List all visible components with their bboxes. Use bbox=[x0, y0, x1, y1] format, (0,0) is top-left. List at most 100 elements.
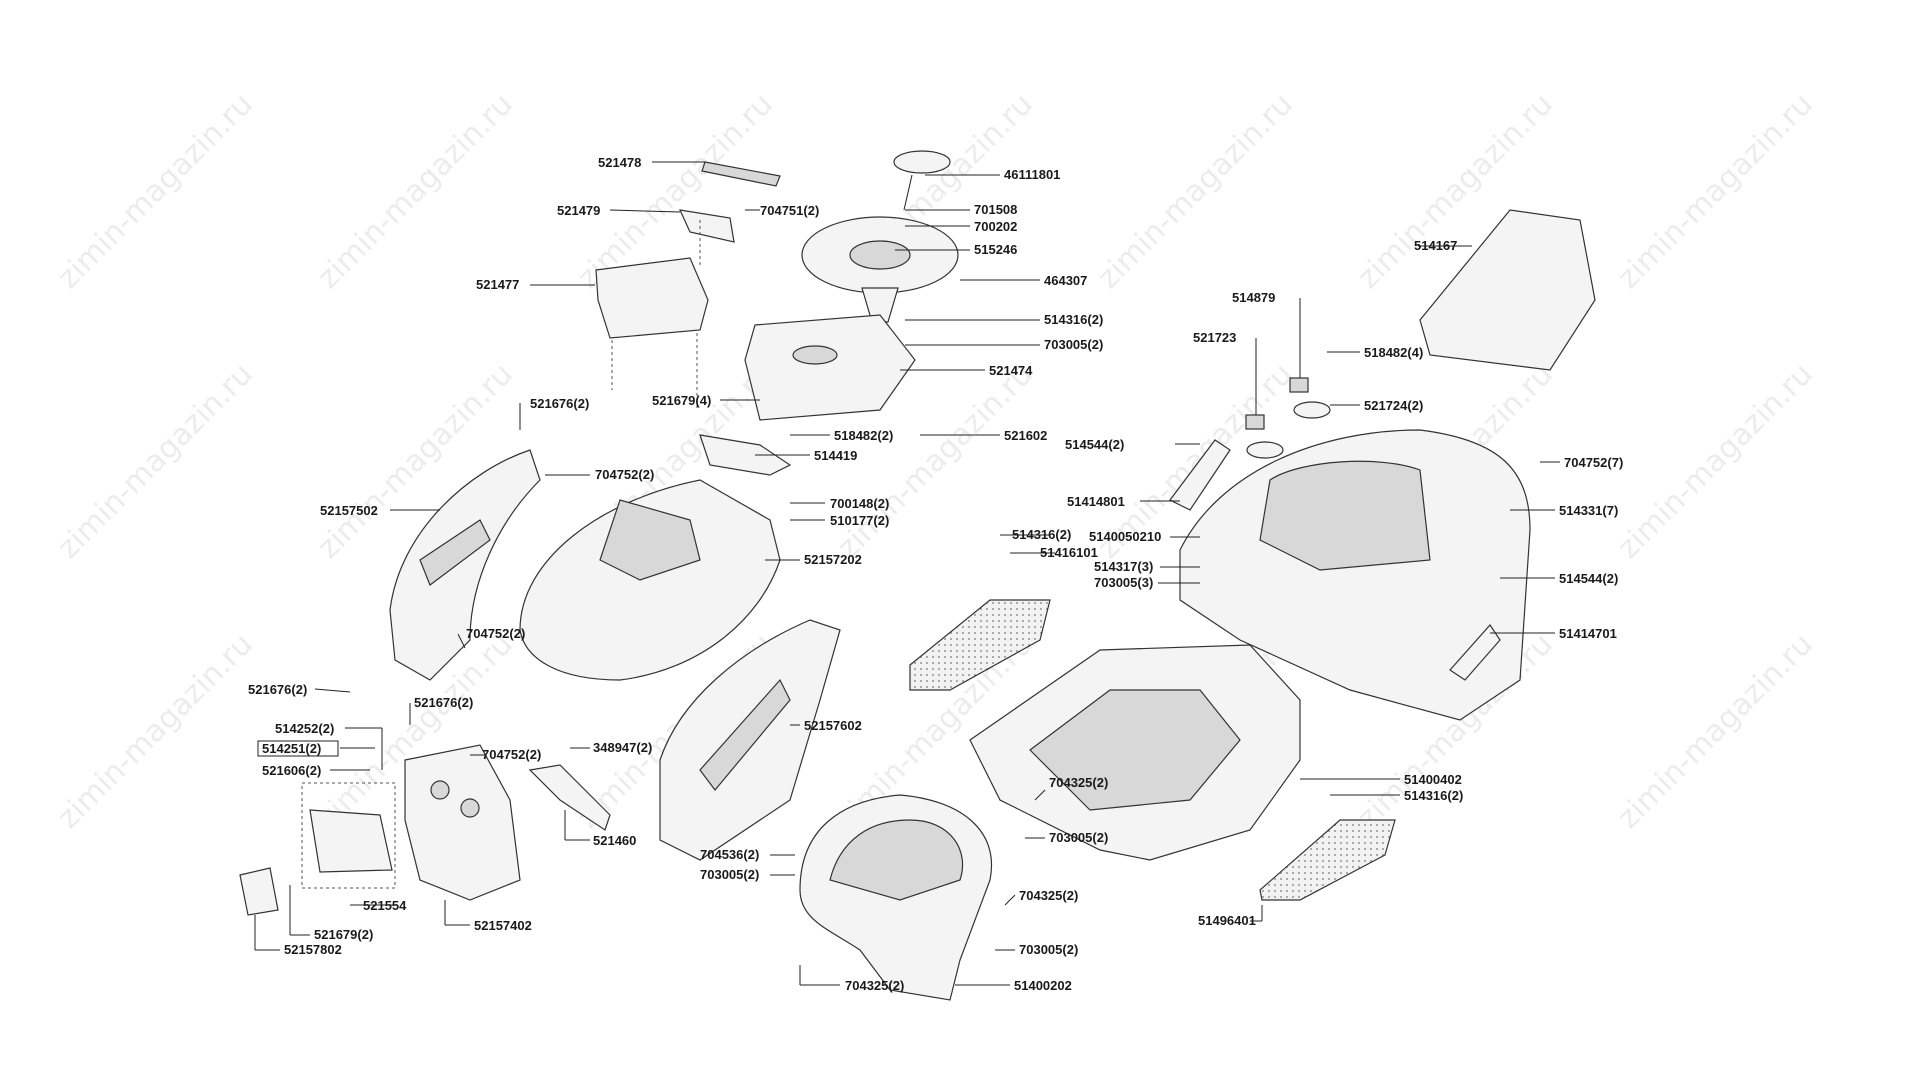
label-464307: 464307 bbox=[1044, 273, 1087, 288]
label-51400402: 51400402 bbox=[1404, 772, 1462, 787]
part-51400402-well bbox=[1029, 689, 1241, 811]
part-51414801 bbox=[1169, 439, 1231, 511]
label-521479: 521479 bbox=[557, 203, 600, 218]
label-521679a: 521679(4) bbox=[652, 393, 711, 408]
label-51414801: 51414801 bbox=[1067, 494, 1125, 509]
watermark: zimin-magazin.ru bbox=[1091, 87, 1300, 296]
label-521679b: 521679(2) bbox=[314, 927, 373, 942]
watermark: zimin-magazin.ru bbox=[1611, 357, 1820, 566]
label-703005a: 703005(2) bbox=[1044, 337, 1103, 352]
label-348947: 348947(2) bbox=[593, 740, 652, 755]
part-steering-column bbox=[861, 287, 899, 323]
label-51496401: 51496401 bbox=[1198, 913, 1256, 928]
label-521477: 521477 bbox=[476, 277, 519, 292]
part-514879 bbox=[1289, 377, 1309, 393]
label-521478: 521478 bbox=[598, 155, 641, 170]
label-700202: 700202 bbox=[974, 219, 1017, 234]
part-521723 bbox=[1245, 414, 1265, 430]
label-514167: 514167 bbox=[1414, 238, 1457, 253]
label-704751: 704751(2) bbox=[760, 203, 819, 218]
label-703005d: 703005(2) bbox=[1019, 942, 1078, 957]
part-52157502 bbox=[389, 449, 541, 681]
leader-layer bbox=[254, 161, 1560, 986]
label-521724: 521724(2) bbox=[1364, 398, 1423, 413]
label-700148: 700148(2) bbox=[830, 496, 889, 511]
watermark: zimin-magazin.ru bbox=[311, 87, 520, 296]
label-703005e: 703005(3) bbox=[1094, 575, 1153, 590]
watermark: zimin-magazin.ru bbox=[51, 627, 260, 836]
label-703005b: 703005(2) bbox=[700, 867, 759, 882]
guide-lines bbox=[611, 220, 701, 410]
part-52157802 bbox=[239, 867, 279, 916]
label-51400202: 51400202 bbox=[1014, 978, 1072, 993]
label-514419: 514419 bbox=[814, 448, 857, 463]
label-52157402: 52157402 bbox=[474, 918, 532, 933]
label-514879: 514879 bbox=[1232, 290, 1275, 305]
label-521676a: 521676(2) bbox=[530, 396, 589, 411]
label-518482b: 518482(4) bbox=[1364, 345, 1423, 360]
label-704752d: 704752(7) bbox=[1564, 455, 1623, 470]
label-515246: 515246 bbox=[974, 242, 1017, 257]
label-51416101: 51416101 bbox=[1040, 545, 1098, 560]
label-514316a: 514316(2) bbox=[1044, 312, 1103, 327]
part-52157202-grille bbox=[599, 499, 701, 581]
label-521554: 521554 bbox=[363, 898, 407, 913]
label-514316b: 514316(2) bbox=[1012, 527, 1071, 542]
part-52157402 bbox=[404, 744, 521, 901]
part-514167 bbox=[1419, 209, 1596, 371]
label-514252: 514252(2) bbox=[275, 721, 334, 736]
label-52157602: 52157602 bbox=[804, 718, 862, 733]
part-46111801 bbox=[893, 150, 951, 174]
part-521724 bbox=[1293, 401, 1331, 419]
part-headlight-left bbox=[430, 780, 450, 800]
part-515246 bbox=[849, 240, 911, 270]
part-51400202-inner bbox=[829, 819, 964, 901]
label-514317: 514317(3) bbox=[1094, 559, 1153, 574]
label-514251-box bbox=[257, 740, 339, 757]
part-521460 bbox=[528, 764, 611, 831]
label-52157202: 52157202 bbox=[804, 552, 862, 567]
part-521554-box bbox=[301, 782, 396, 889]
label-518482a: 518482(2) bbox=[834, 428, 893, 443]
label-704752a: 704752(2) bbox=[595, 467, 654, 482]
part-52157602-vent bbox=[699, 678, 791, 791]
watermark: zimin-magazin.ru bbox=[1611, 627, 1820, 836]
label-704752b: 704752(2) bbox=[466, 626, 525, 641]
label-704325a: 704325(2) bbox=[1049, 775, 1108, 790]
label-514544b: 514544(2) bbox=[1559, 571, 1618, 586]
part-521554 bbox=[309, 809, 393, 873]
label-514316c: 514316(2) bbox=[1404, 788, 1463, 803]
label-704325c: 704325(2) bbox=[845, 978, 904, 993]
label-521676c: 521676(2) bbox=[414, 695, 473, 710]
label-704325b: 704325(2) bbox=[1019, 888, 1078, 903]
label-5140050210: 5140050210 bbox=[1089, 529, 1161, 544]
label-52157802: 52157802 bbox=[284, 942, 342, 957]
label-514251: 514251(2) bbox=[262, 741, 321, 756]
label-704752c: 704752(2) bbox=[482, 747, 541, 762]
part-headlight-right bbox=[460, 798, 480, 818]
part-514419 bbox=[699, 434, 792, 476]
watermark: zimin-magazin.ru bbox=[51, 87, 260, 296]
label-521723: 521723 bbox=[1193, 330, 1236, 345]
watermark: zimin-magazin.ru bbox=[51, 357, 260, 566]
watermark: zimin-magazin.ru bbox=[1611, 87, 1820, 296]
part-521474 bbox=[744, 314, 916, 421]
part-52157202 bbox=[519, 479, 781, 681]
label-46111801: 46111801 bbox=[1004, 167, 1060, 182]
label-521460: 521460 bbox=[593, 833, 636, 848]
label-521474: 521474 bbox=[989, 363, 1033, 378]
part-51414701 bbox=[1449, 624, 1501, 681]
label-701508: 701508 bbox=[974, 202, 1017, 217]
label-52157502: 52157502 bbox=[320, 503, 378, 518]
part-521723-plate bbox=[1246, 441, 1284, 459]
label-521676b: 521676(2) bbox=[248, 682, 307, 697]
part-521474-slot bbox=[792, 345, 838, 365]
part-521477 bbox=[595, 257, 709, 339]
label-704536: 704536(2) bbox=[700, 847, 759, 862]
part-521479 bbox=[678, 209, 735, 243]
label-514544a: 514544(2) bbox=[1065, 437, 1124, 452]
part-5140050210-window bbox=[1259, 460, 1431, 571]
part-521478 bbox=[701, 161, 781, 187]
label-51414701: 51414701 bbox=[1559, 626, 1617, 641]
